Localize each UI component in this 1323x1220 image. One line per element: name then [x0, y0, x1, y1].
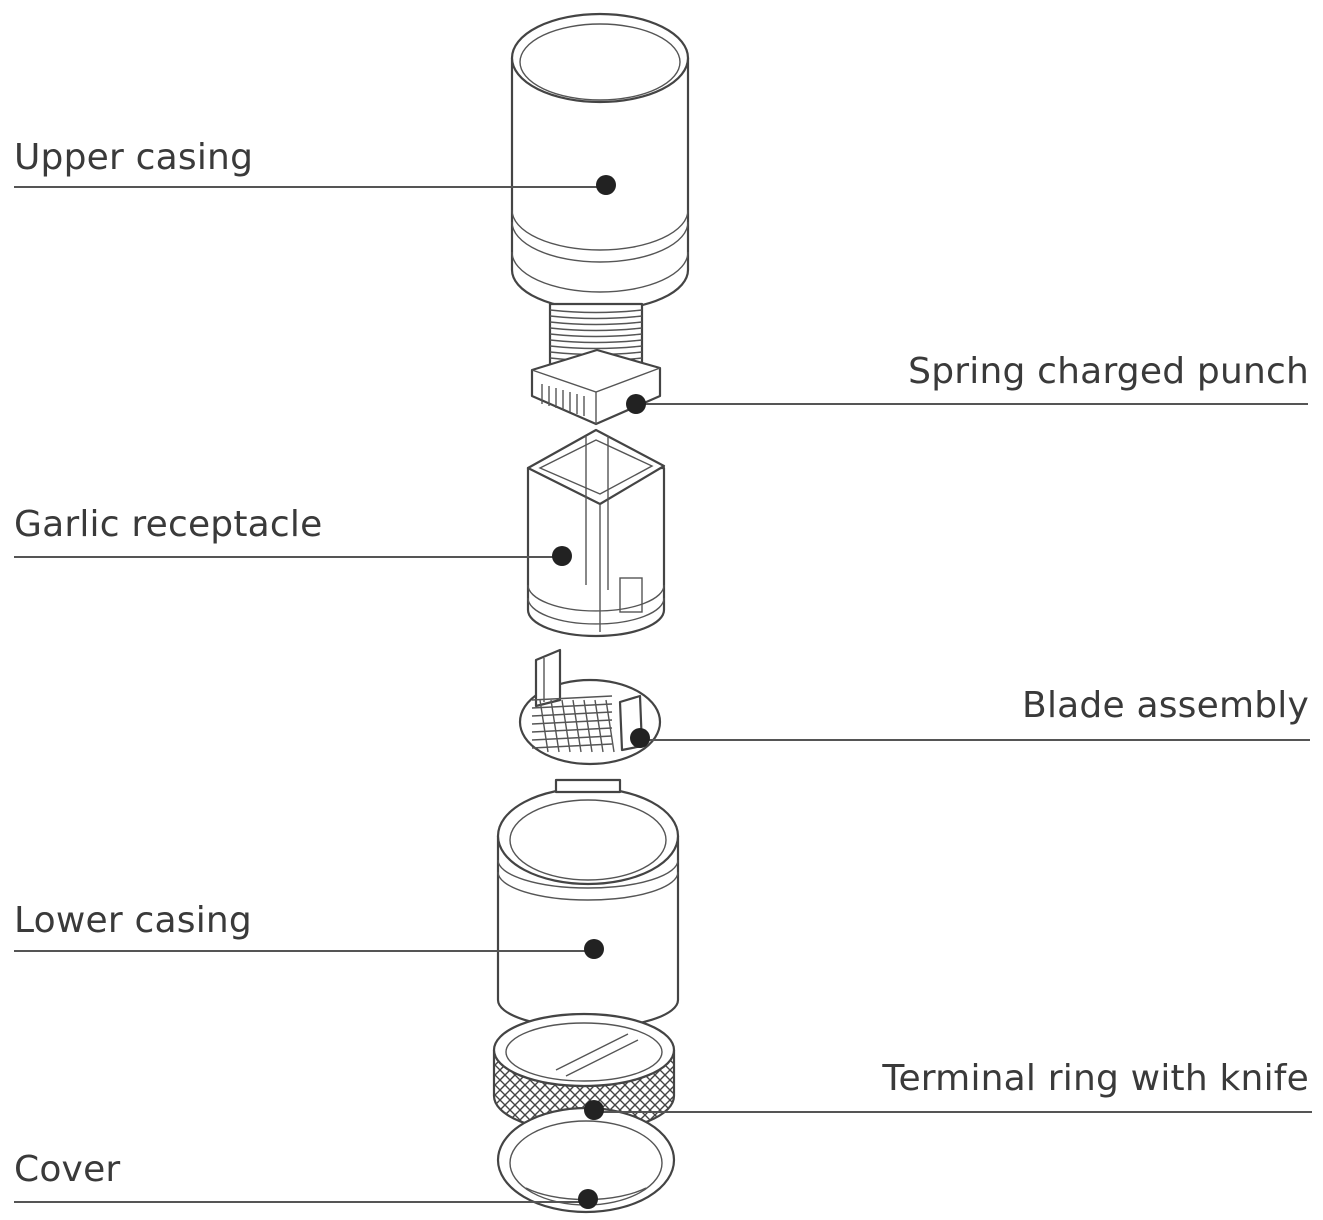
label-upper-casing: Upper casing — [14, 137, 254, 178]
garlic-receptacle-part — [526, 428, 666, 638]
lower-casing-part — [496, 778, 680, 1030]
garlic-receptacle-dot — [552, 546, 572, 566]
spring-punch-dot — [626, 394, 646, 414]
label-terminal-ring: Terminal ring with knife — [882, 1058, 1309, 1099]
label-spring-charged-punch: Spring charged punch — [908, 351, 1309, 392]
terminal-ring-part — [492, 1012, 676, 1134]
blade-assembly-dot — [630, 728, 650, 748]
upper-casing-part — [510, 12, 690, 312]
label-cover: Cover — [14, 1149, 121, 1190]
upper-casing-dot — [596, 175, 616, 195]
blade-assembly-part — [518, 648, 662, 766]
lower-casing-dot — [584, 939, 604, 959]
label-lower-casing: Lower casing — [14, 900, 252, 941]
label-blade-assembly: Blade assembly — [1022, 685, 1309, 726]
terminal-ring-dot — [584, 1100, 604, 1120]
label-garlic-receptacle: Garlic receptacle — [14, 504, 323, 545]
cover-dot — [578, 1189, 598, 1209]
